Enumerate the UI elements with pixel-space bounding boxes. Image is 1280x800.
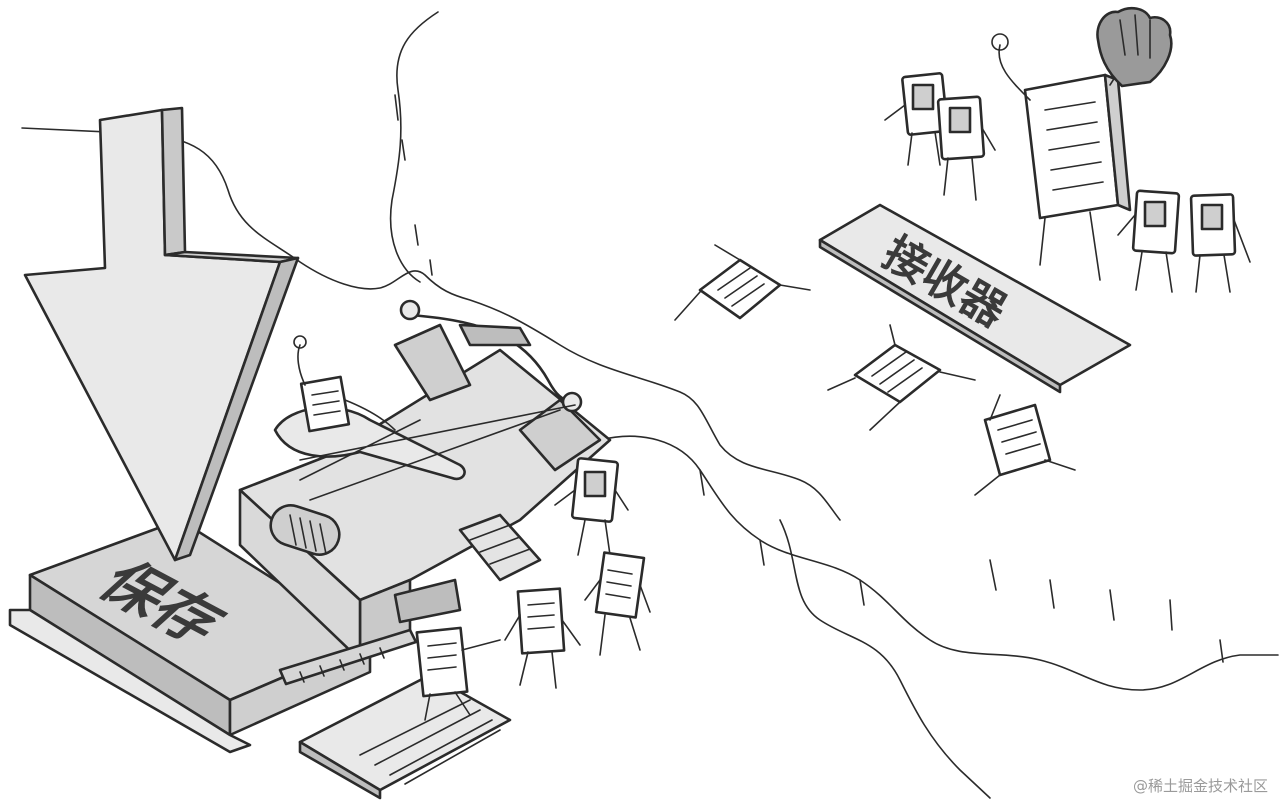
document-character-1 xyxy=(584,551,651,656)
floppy-character-3 xyxy=(936,95,996,201)
floppy-character-1 xyxy=(554,457,629,556)
big-document-character xyxy=(991,33,1132,281)
canyon-edge-right xyxy=(599,435,1279,799)
watermark-text: @稀土掘金技术社区 xyxy=(1132,777,1268,795)
document-character-3 xyxy=(415,626,501,721)
receiver-sign: 接收器 xyxy=(818,203,1132,394)
floppy-character-2 xyxy=(884,72,949,166)
floppy-character-4 xyxy=(1117,189,1181,293)
save-machine xyxy=(8,299,612,754)
floppy-character-5 xyxy=(1189,193,1251,293)
stumbling-document xyxy=(974,394,1076,496)
document-character-rider xyxy=(293,335,396,433)
baseball-glove-icon xyxy=(1096,6,1173,88)
fallen-document-2 xyxy=(827,324,976,431)
canyon-edge-left xyxy=(21,11,841,521)
fallen-document-1 xyxy=(674,244,811,321)
save-arrow-icon xyxy=(23,106,300,562)
stairwell xyxy=(298,673,512,800)
document-character-2 xyxy=(504,587,581,689)
